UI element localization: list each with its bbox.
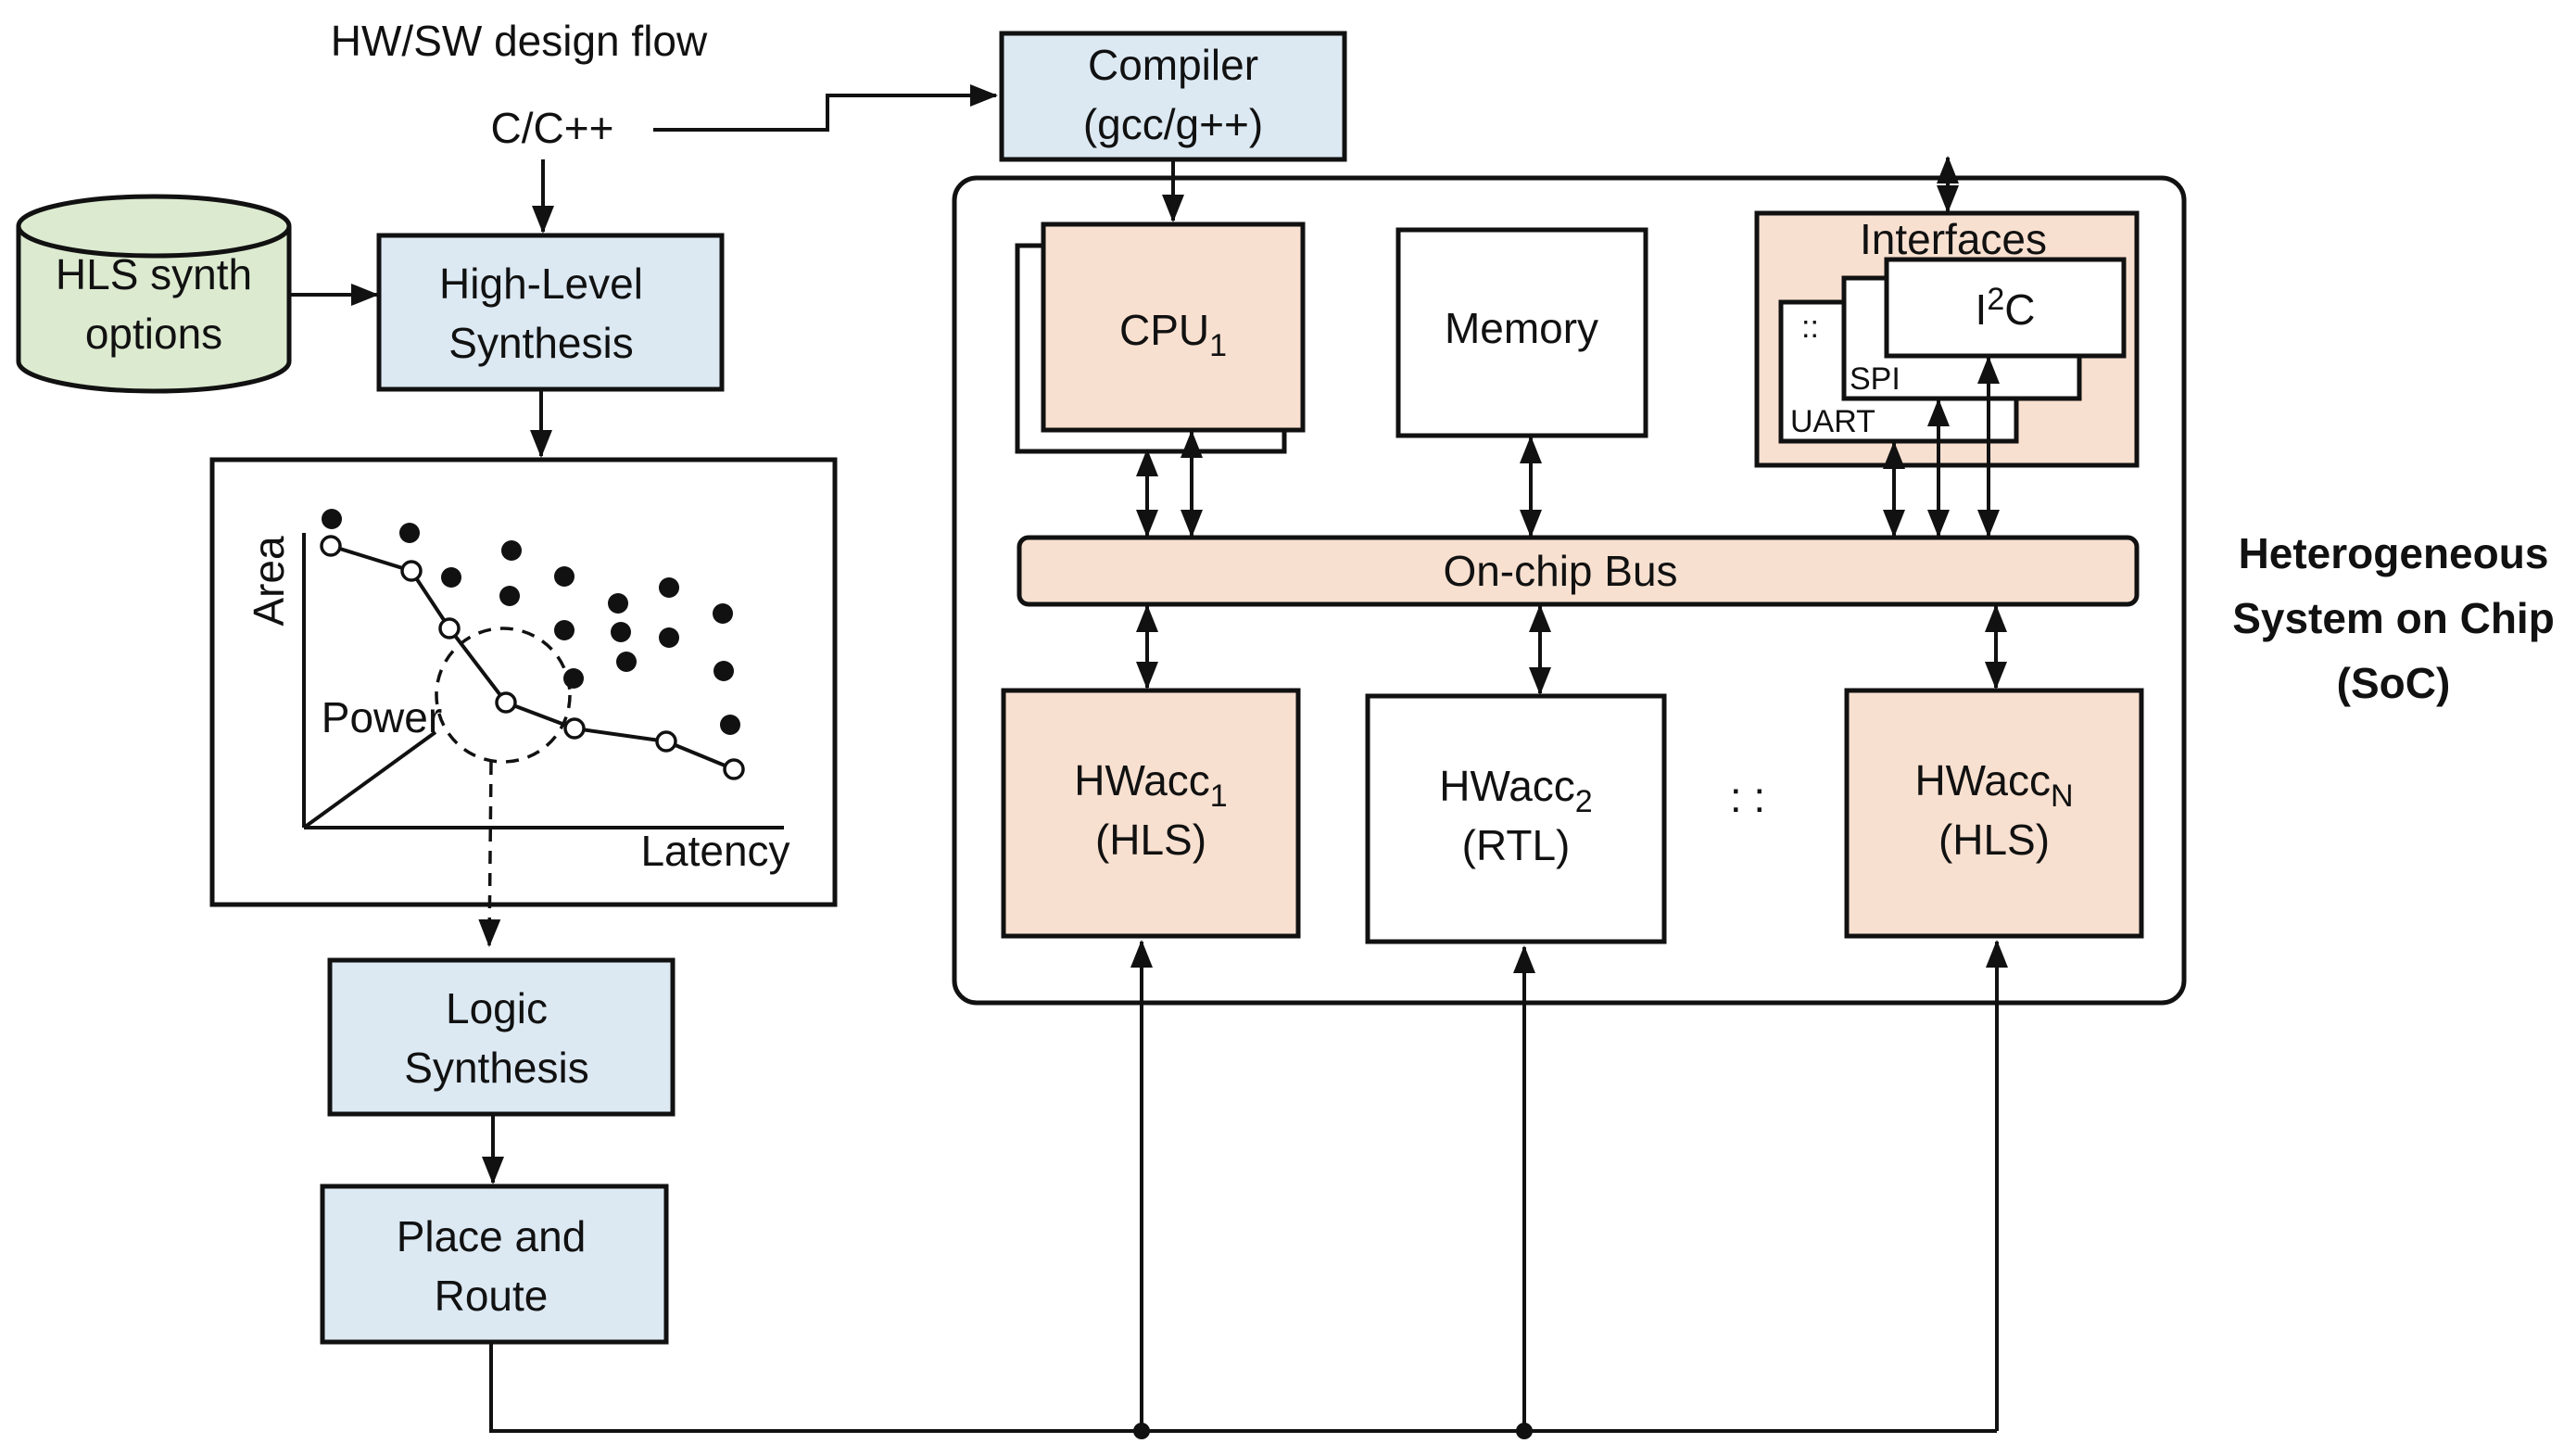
arrow-plot-to-logic — [478, 761, 501, 947]
dominated-point — [659, 577, 679, 598]
dominated-point — [554, 620, 575, 640]
plot-ylabel: Area — [245, 536, 293, 627]
hls-options-cylinder: HLS synth options — [16, 194, 292, 394]
spi-label: SPI — [1850, 361, 1900, 397]
logic-line2: Synthesis — [404, 1044, 588, 1092]
plot-xlabel: Latency — [640, 827, 789, 875]
cpu-box: CPU1 — [1015, 222, 1306, 454]
junction-hwacc1 — [1133, 1423, 1150, 1439]
dominated-point — [720, 715, 740, 735]
interfaces-box: Interfaces UART :: SPI I2C — [1754, 210, 2140, 468]
dominated-point — [713, 661, 734, 681]
hls-options-line1: HLS synth — [56, 250, 252, 298]
dominated-points — [322, 509, 740, 735]
dominated-point — [441, 567, 461, 588]
pareto-point — [723, 758, 745, 780]
compiler-line1: Compiler — [1088, 41, 1258, 89]
compiler-line2: (gcc/g++) — [1083, 100, 1263, 148]
dominated-point — [616, 652, 637, 672]
arrow-source-to-compiler — [653, 84, 998, 132]
pareto-point — [438, 617, 461, 639]
hls-line1: High-Level — [439, 260, 643, 308]
soc-container — [952, 175, 2187, 1006]
pareto-point — [495, 691, 517, 714]
design-space-plot: Area Latency Power — [209, 457, 838, 907]
dominated-point — [499, 586, 520, 606]
soc-title: Heterogeneous System on Chip (SoC) — [2232, 529, 2555, 707]
pnr-line2: Route — [435, 1272, 549, 1320]
logic-line1: Logic — [446, 984, 548, 1032]
selected-region-circle — [435, 627, 572, 764]
hwacc1-box: HWacc1 (HLS) — [1001, 688, 1301, 939]
on-chip-bus: On-chip Bus — [1017, 535, 2140, 607]
memory-label: Memory — [1445, 304, 1598, 352]
dominated-point — [608, 593, 628, 614]
dominated-point — [554, 566, 575, 587]
i2c-card — [1884, 257, 2127, 359]
dominated-point — [611, 622, 631, 642]
source-label: C/C++ — [491, 104, 614, 152]
hwaccn-name: HWaccN — [1914, 756, 2073, 814]
flow-title: HW/SW design flow — [331, 17, 708, 65]
dominated-point — [659, 627, 679, 648]
plot-z-axis — [302, 730, 437, 829]
hwaccn-kind: (HLS) — [1938, 816, 2050, 864]
hwacc1-name: HWacc1 — [1074, 756, 1227, 814]
pnr-output-line — [489, 1342, 1997, 1433]
hwacc2-kind: (RTL) — [1462, 821, 1571, 869]
hwaccn-box: HWaccN (HLS) — [1844, 688, 2144, 939]
uart-label: UART — [1790, 404, 1875, 439]
soc-title-line2: System on Chip — [2232, 594, 2555, 642]
memory-box: Memory — [1395, 227, 1648, 438]
pnr-line1: Place and — [397, 1212, 587, 1260]
hls-options-line2: options — [85, 310, 222, 358]
dominated-point — [501, 540, 522, 561]
plot-zlabel: Power — [322, 693, 442, 741]
i2c-label: I2C — [1976, 282, 2036, 334]
soc-title-line3: (SoC) — [2337, 659, 2451, 707]
pareto-point — [400, 560, 423, 582]
pareto-point — [655, 730, 677, 753]
pareto-point — [563, 717, 586, 740]
bus-label: On-chip Bus — [1443, 547, 1677, 595]
hwacc2-name: HWacc2 — [1439, 762, 1592, 819]
interfaces-title: Interfaces — [1860, 215, 2047, 263]
dominated-point — [399, 523, 420, 543]
high-level-synthesis-box: High-Level Synthesis — [376, 233, 725, 392]
dominated-point — [713, 603, 733, 624]
compiler-box: Compiler (gcc/g++) — [999, 31, 1347, 162]
junction-hwacc2 — [1516, 1423, 1533, 1439]
hwacc1-kind: (HLS) — [1095, 816, 1206, 864]
pareto-point — [320, 535, 342, 557]
soc-title-line1: Heterogeneous — [2239, 529, 2549, 577]
place-and-route-box: Place and Route — [320, 1184, 669, 1345]
hls-line2: Synthesis — [448, 319, 633, 367]
interfaces-dots: :: — [1801, 310, 1819, 345]
pareto-points — [320, 535, 745, 780]
dominated-point — [322, 509, 342, 529]
hwacc-ellipsis: : : — [1730, 773, 1765, 821]
logic-synthesis-box: Logic Synthesis — [327, 957, 676, 1117]
cpu-label: CPU1 — [1119, 306, 1227, 363]
hwacc2-box: HWacc2 (RTL) — [1365, 693, 1667, 944]
